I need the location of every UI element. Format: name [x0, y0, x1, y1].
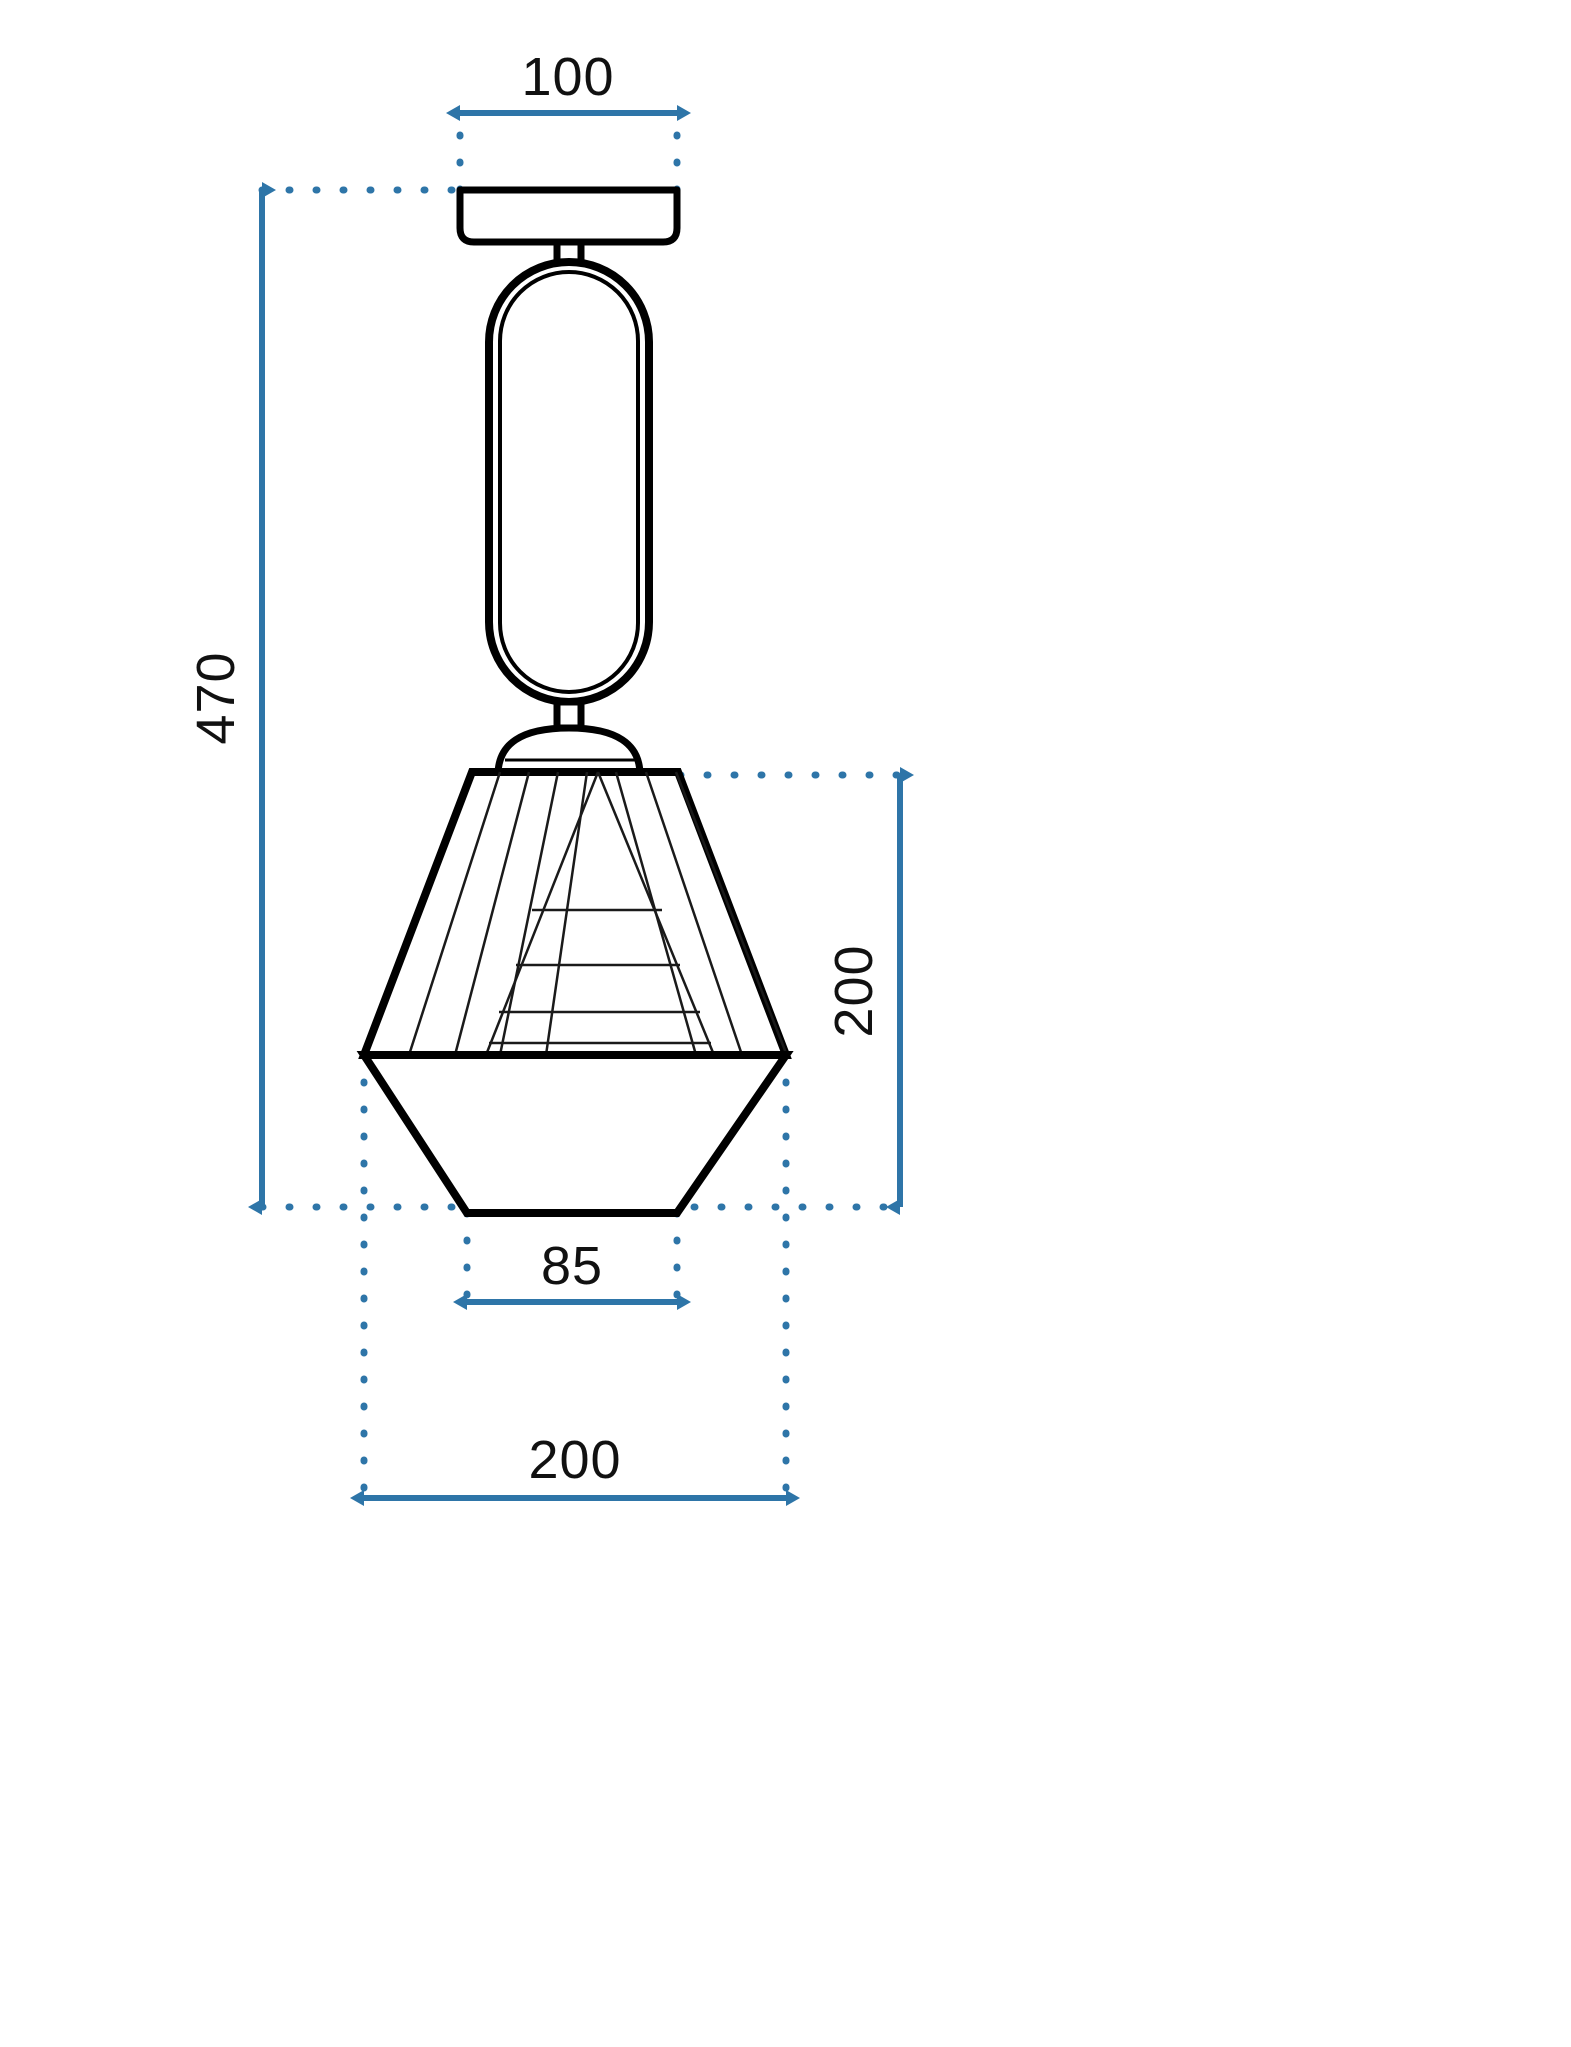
dim-label-canopy-width: 100 [521, 47, 614, 107]
dimension-shade-max-width: 200 [350, 1430, 800, 1506]
shade-inner-apex [484, 771, 716, 1056]
dimension-shade-bottom-width: 85 [453, 1236, 691, 1310]
dim-label-shade-max-width: 200 [528, 1430, 621, 1490]
dim-label-total-height: 470 [186, 651, 246, 744]
dim-label-shade-height: 200 [824, 944, 884, 1037]
dimension-canopy-width: 100 [446, 47, 691, 121]
dome-cap [494, 724, 644, 779]
extension-lines-group [258, 109, 904, 1502]
dimension-shade-height: 200 [824, 767, 914, 1215]
dim-label-shade-bottom-width: 85 [541, 1236, 603, 1296]
capsule-body-outer [485, 258, 653, 706]
lower-stem [553, 698, 585, 732]
lamp-body-group [356, 186, 794, 1217]
dimension-total-height: 470 [186, 182, 276, 1215]
shade-lower-outline [356, 1051, 794, 1217]
ceiling-canopy [456, 186, 681, 246]
shade-ladder-rungs [489, 908, 711, 1045]
capsule-body-inner [498, 270, 640, 694]
